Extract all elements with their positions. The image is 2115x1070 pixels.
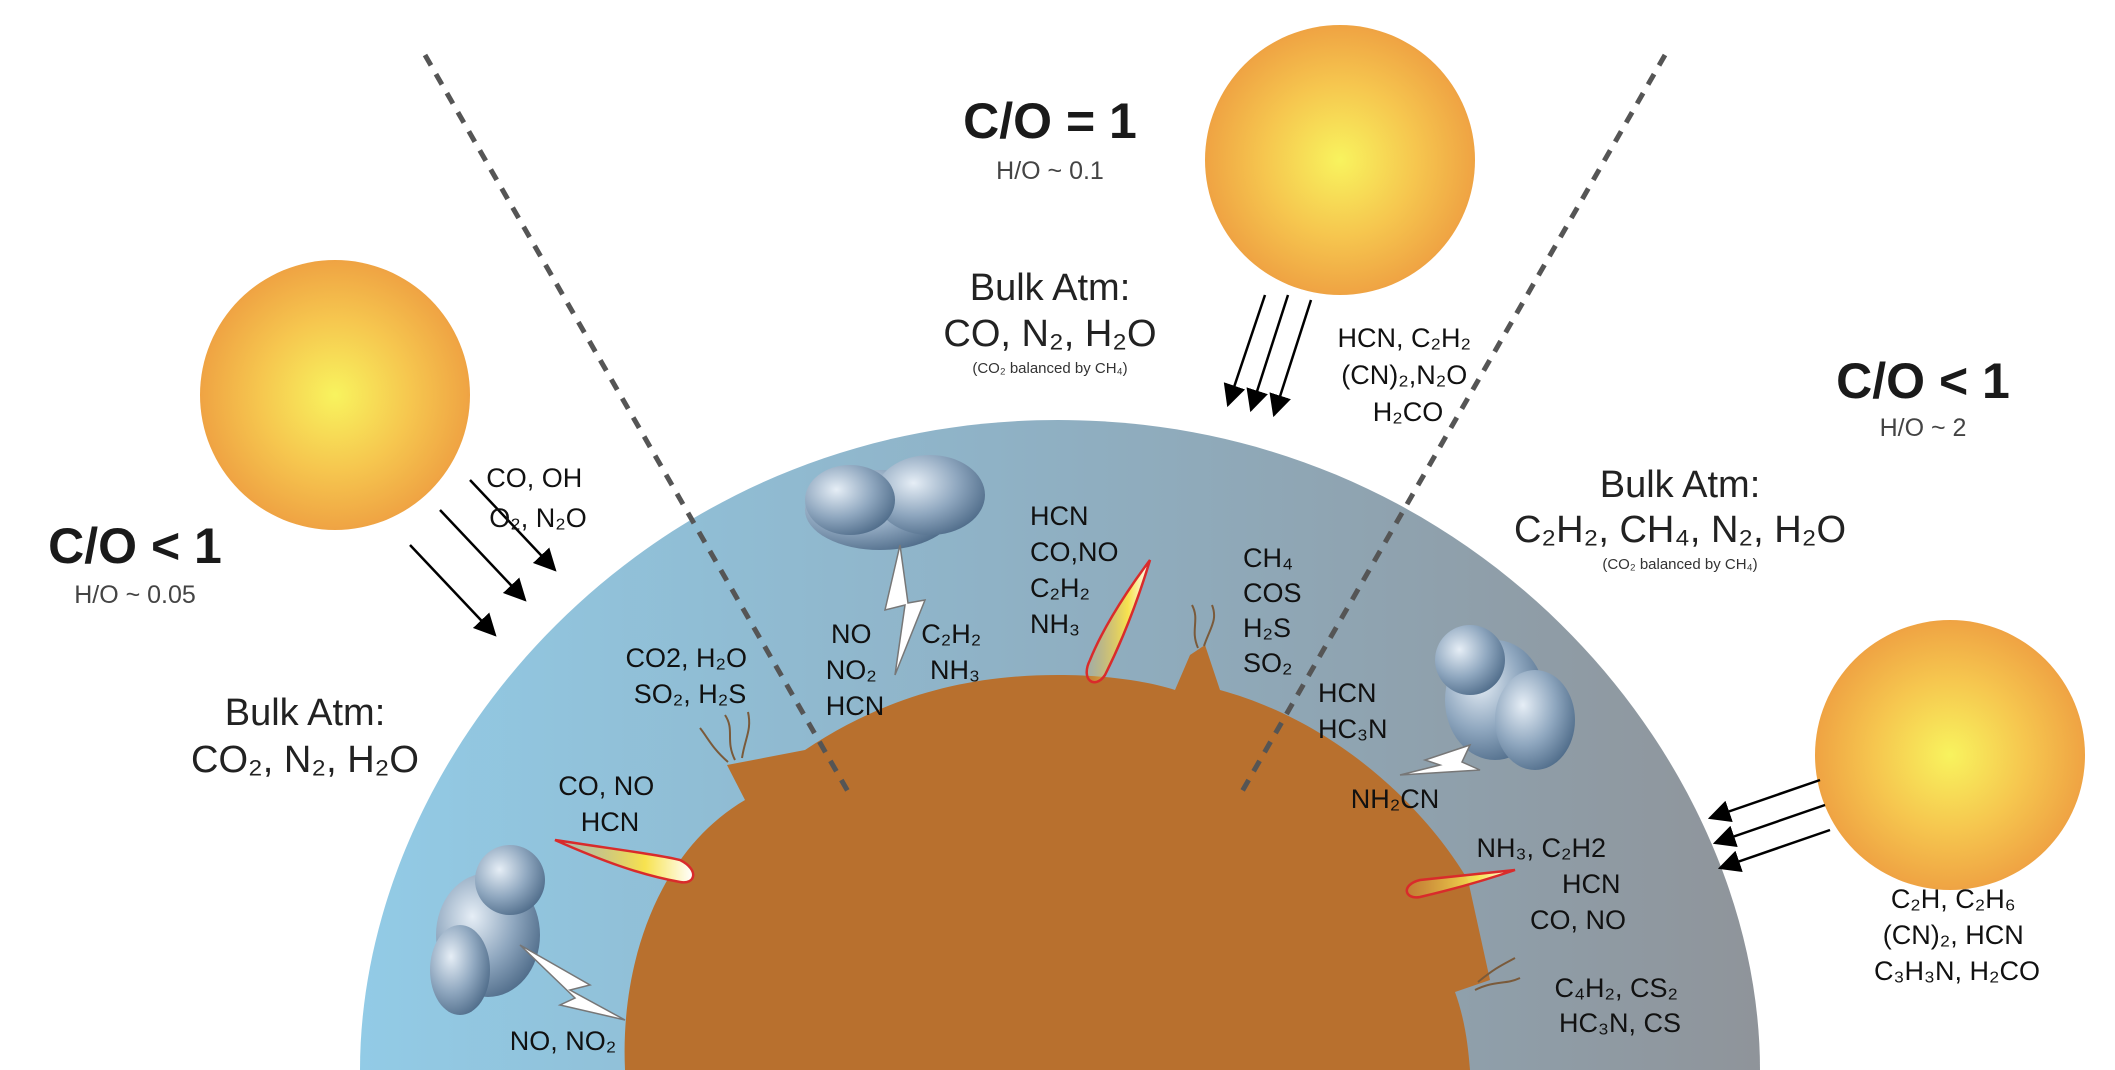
lightning-bolt-icon — [883, 544, 927, 676]
center-ratio: C/O = 1 — [963, 93, 1137, 149]
center-bulk-species: CO, N₂, H₂O — [943, 313, 1156, 355]
center-volcano-products: CH₄ COS H₂S SO₂ — [1243, 543, 1309, 678]
meteor-right — [1405, 868, 1516, 899]
right-h-o: H/O ~ 2 — [1880, 414, 1967, 442]
radiation-arrows-right — [1707, 778, 1831, 873]
right-impact-products: NH₃, C₂H2 HCN CO, NO — [1476, 833, 1628, 935]
sun-right — [1815, 620, 2085, 890]
left-bulk-species: CO₂, N₂, H₂O — [191, 739, 419, 781]
left-ratio: C/O < 1 — [48, 518, 222, 574]
planet-surface — [624, 645, 1490, 1070]
center-bulk-note: (CO₂ balanced by CH₄) — [972, 360, 1127, 377]
center-lightning-products-a: NO NO₂ HCN — [826, 619, 885, 721]
center-sun-products: HCN, C₂H₂ (CN)₂,N₂O H₂CO — [1338, 323, 1479, 427]
center-impact-products: HCN CO,NO C₂H₂ NH₃ — [1030, 501, 1126, 639]
right-bulk-title: Bulk Atm: — [1600, 464, 1761, 506]
right-bulk-species: C₂H₂, CH₄, N₂, H₂O — [1514, 509, 1846, 551]
divider-right — [1237, 53, 1668, 797]
left-sun-products: CO, OH O₂, N₂O — [486, 463, 590, 533]
left-h-o: H/O ~ 0.05 — [74, 581, 196, 609]
center-h-o: H/O ~ 0.1 — [996, 157, 1104, 185]
center-bulk-title: Bulk Atm: — [970, 267, 1131, 309]
radiation-arrows-center — [1223, 294, 1313, 418]
center-lightning-products-b: C₂H₂ NH₃ — [921, 619, 988, 685]
lightning-bolt-icon — [519, 944, 626, 1021]
radiation-arrows-left — [409, 479, 557, 637]
meteor-left — [554, 838, 695, 884]
right-bulk-note: (CO₂ balanced by CH₄) — [1602, 556, 1757, 573]
cloud-right — [1399, 625, 1575, 776]
left-volcano-products: CO2, H₂O SO₂, H₂S — [625, 643, 754, 709]
right-volcano-products: C₄H₂, CS₂ HC₃N, CS — [1554, 973, 1685, 1038]
right-lightning-products-a: HCN HC₃N — [1318, 678, 1388, 744]
left-lightning-products: NO, NO₂ — [510, 1026, 616, 1056]
sun-left — [200, 260, 470, 530]
sun-center — [1205, 25, 1475, 295]
cloud-center — [805, 455, 985, 676]
right-sun-products: C₂H, C₂H₆ (CN)₂, HCN C₃H₃N, H₂CO — [1874, 884, 2040, 986]
left-bulk-title: Bulk Atm: — [225, 692, 386, 734]
meteor-center — [1085, 559, 1152, 684]
left-impact-products: CO, NO HCN — [558, 771, 662, 837]
volcano-plume-right — [1474, 957, 1521, 991]
lightning-bolt-icon — [1399, 743, 1481, 776]
cloud-left — [430, 845, 626, 1021]
volcano-plume-left — [699, 711, 751, 763]
right-lightning-products-b: NH₂CN — [1351, 784, 1439, 814]
divider-left — [422, 53, 853, 797]
volcano-plume-center — [1191, 604, 1216, 649]
right-ratio: C/O < 1 — [1836, 353, 2010, 409]
